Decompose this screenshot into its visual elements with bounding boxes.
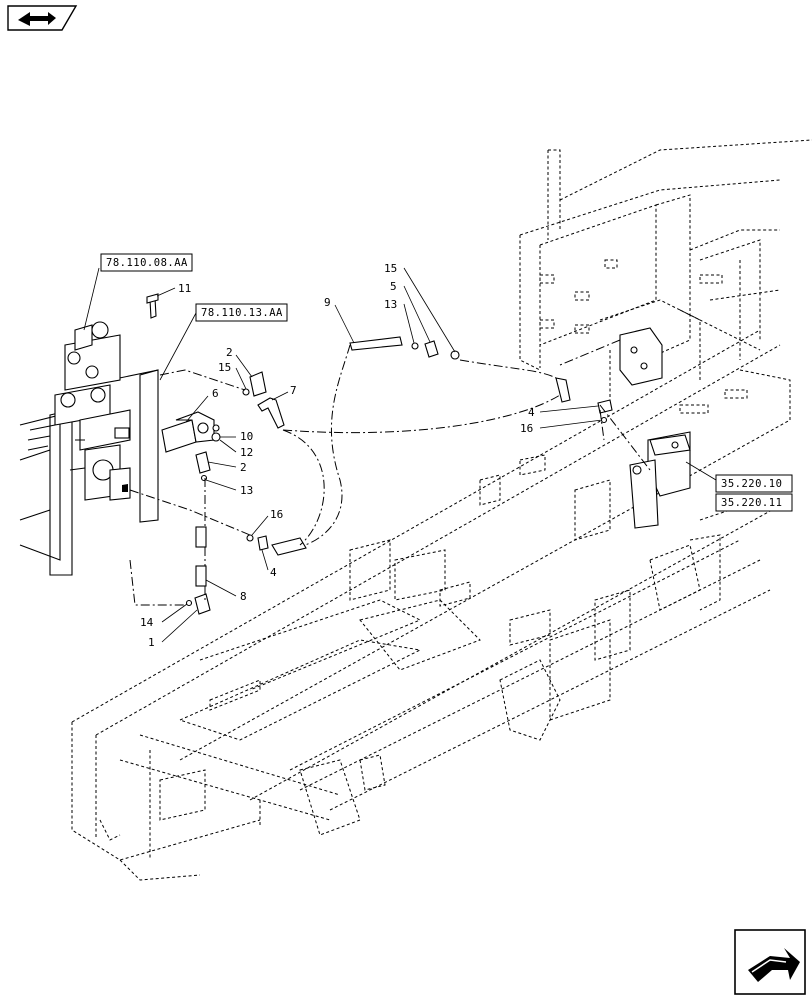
- callout-9: 9: [324, 296, 331, 309]
- next-page-button[interactable]: [734, 929, 806, 995]
- callout-4: 4: [528, 406, 535, 419]
- machine-frame: [71, 139, 812, 881]
- callout-5: 5: [390, 280, 397, 293]
- callout-6: 6: [212, 387, 219, 400]
- reference-label: 35.220.10: [721, 478, 782, 490]
- callout-10: 10: [240, 430, 253, 443]
- callout-16: 16: [520, 422, 533, 435]
- callout-14: 14: [140, 616, 154, 629]
- reference-box-35-220-10[interactable]: 35.220.10: [715, 474, 793, 493]
- callout-11: 11: [178, 282, 191, 295]
- small-parts: [146, 293, 691, 615]
- reference-box-78-110-13[interactable]: 78.110.13.AA: [195, 303, 288, 322]
- hose-routes: [129, 339, 651, 606]
- callout-2: 2: [240, 461, 247, 474]
- leader-lines: [83, 267, 717, 643]
- callout-2: 2: [226, 346, 233, 359]
- next-page-icon: [748, 948, 800, 982]
- reference-box-35-220-11[interactable]: 35.220.11: [715, 493, 793, 512]
- reference-box-78-110-08[interactable]: 78.110.08.AA: [100, 253, 193, 272]
- callout-12: 12: [240, 446, 253, 459]
- callout-15: 15: [218, 361, 231, 374]
- reference-label: 35.220.11: [721, 497, 782, 509]
- callout-4: 4: [270, 566, 277, 579]
- callout-7: 7: [290, 384, 297, 397]
- callout-numbers: 11 2 15 6 7 10 12 2 13 16 4 8 14 1 9 15 …: [140, 262, 535, 649]
- callout-8: 8: [240, 590, 247, 603]
- reference-label: 78.110.08.AA: [106, 257, 188, 269]
- callout-15: 15: [384, 262, 397, 275]
- back-button[interactable]: [7, 5, 78, 31]
- callout-13: 13: [240, 484, 253, 497]
- frame-slots: [539, 259, 748, 414]
- reference-label: 78.110.13.AA: [201, 307, 283, 319]
- callout-1: 1: [148, 636, 155, 649]
- back-arrow-icon: [18, 12, 56, 26]
- valve-assembly: [19, 321, 159, 576]
- callout-16: 16: [270, 508, 283, 521]
- callout-13: 13: [384, 298, 397, 311]
